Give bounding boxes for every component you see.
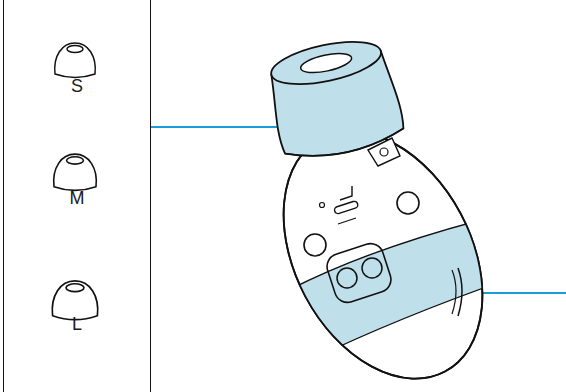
ear-tip-icon [52, 281, 97, 320]
size-label: M [4, 189, 150, 209]
size-label: L [4, 315, 150, 335]
ear-tip-icon [54, 154, 97, 190]
size-label: S [4, 77, 150, 97]
ear-tip-icon [55, 43, 96, 78]
size-panel: S M L [3, 0, 151, 392]
ear-tip [263, 32, 407, 165]
